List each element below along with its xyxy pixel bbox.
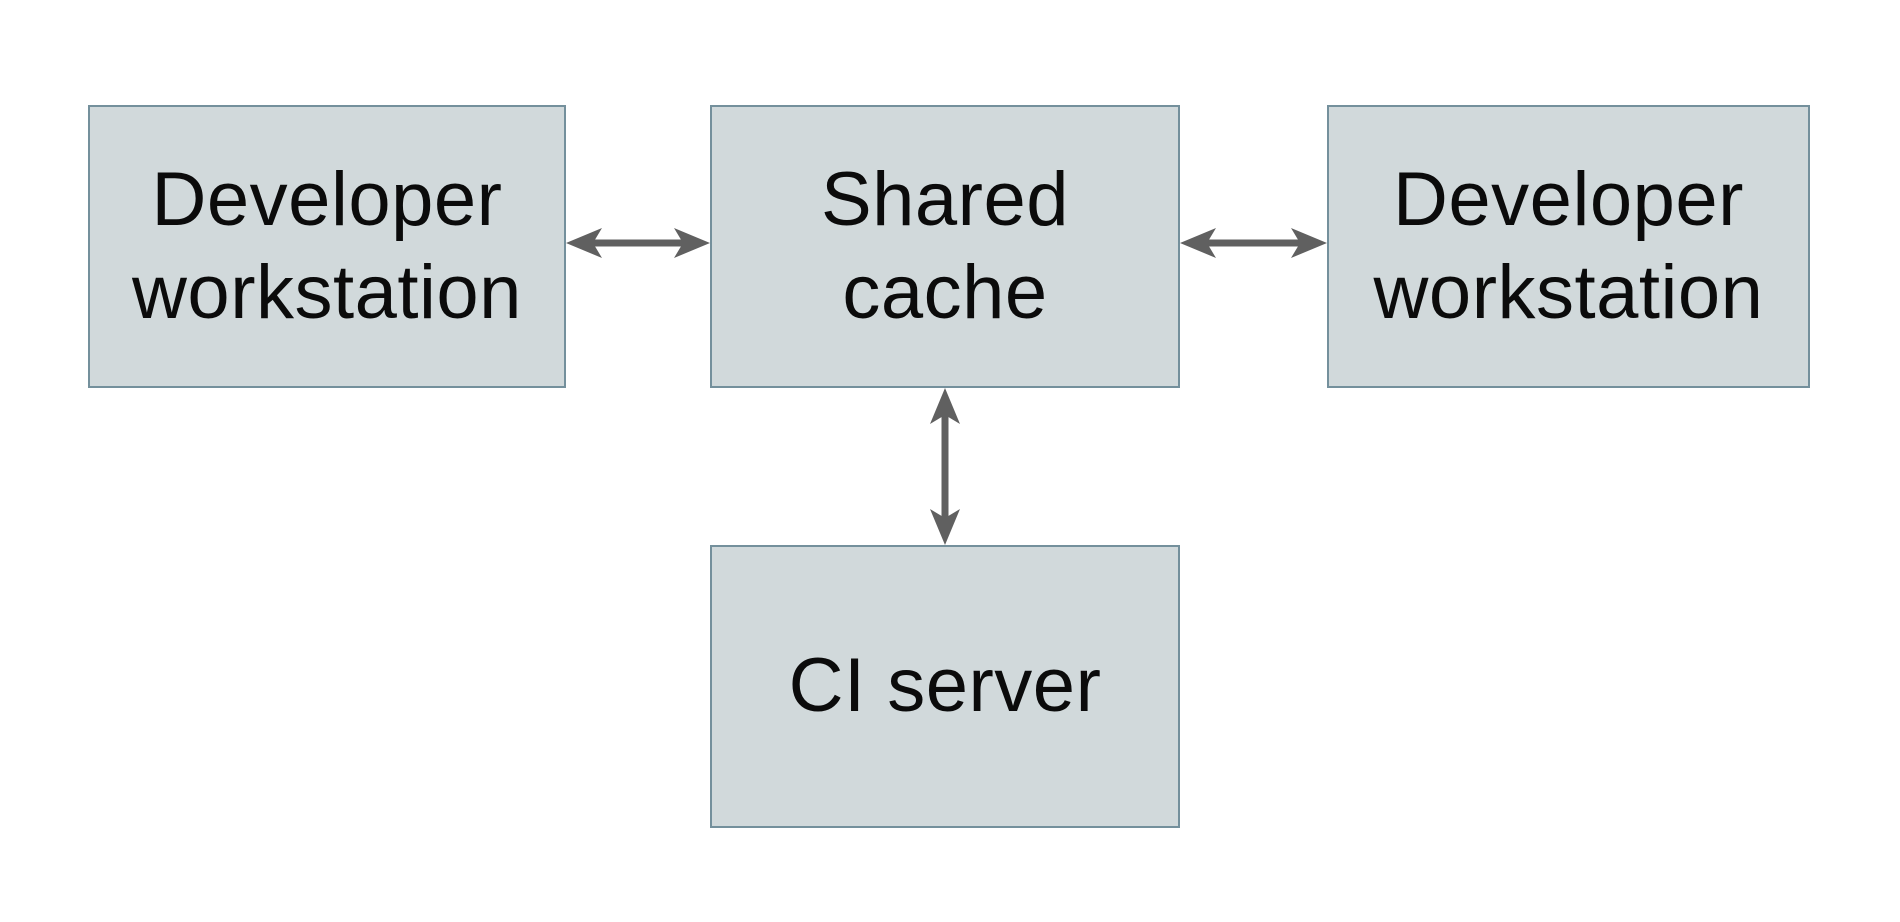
- node-developer-workstation-left: Developer workstation: [88, 105, 566, 388]
- node-label: CI server: [788, 643, 1102, 729]
- node-label: Developer workstation: [1373, 156, 1764, 335]
- double-arrow-cache-to-ci-icon: [930, 388, 960, 545]
- node-shared-cache: Shared cache: [710, 105, 1180, 388]
- node-ci-server: CI server: [710, 545, 1180, 828]
- node-label: Developer workstation: [132, 156, 522, 335]
- double-arrow-left-to-cache-icon: [566, 228, 710, 258]
- node-developer-workstation-right: Developer workstation: [1327, 105, 1810, 388]
- double-arrow-cache-to-right-icon: [1180, 228, 1327, 258]
- node-label: Shared cache: [820, 156, 1070, 335]
